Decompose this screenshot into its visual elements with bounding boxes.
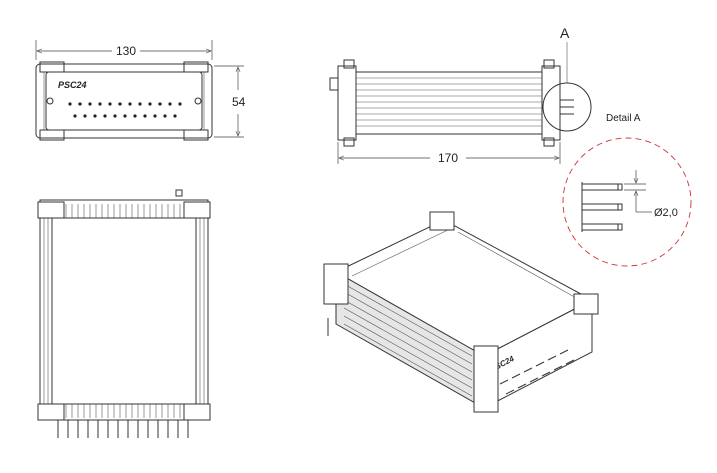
pin-row-bottom — [73, 114, 177, 118]
height-dimension: 54 — [214, 65, 246, 138]
screw-right — [194, 97, 202, 105]
screw-left — [46, 97, 54, 105]
side-fins — [356, 77, 544, 127]
height-dim-label: 54 — [232, 95, 246, 109]
top-view-pins — [57, 420, 189, 438]
bottom-edge-fins — [65, 404, 181, 418]
detail-pins — [581, 182, 623, 232]
pin-row-top — [68, 102, 182, 106]
pin-diameter-label: Ø2,0 — [654, 207, 678, 219]
pin-diameter-dimension: Ø2,0 — [624, 170, 678, 219]
top-view-side-fins — [43, 210, 205, 410]
top-view — [37, 189, 211, 438]
iso-front-pins — [499, 349, 575, 395]
detail-circle — [562, 137, 692, 267]
length-dim-label: 170 — [438, 151, 458, 165]
side-view: A 170 — [329, 25, 592, 165]
width-dim-label: 130 — [116, 44, 136, 58]
detail-marker: A — [560, 25, 570, 41]
detail-title: Detail A — [606, 113, 641, 124]
detail-a: Detail A Ø2,0 — [562, 113, 692, 267]
top-edge-fins — [65, 204, 181, 218]
iso-side-mesh — [343, 283, 473, 397]
length-dimension: 170 — [337, 142, 561, 165]
front-logo: PSC24 — [58, 80, 87, 90]
width-dimension: 130 — [35, 40, 213, 60]
front-view: 130 54 PSC24 — [35, 40, 246, 141]
isometric-view: PSC24 — [323, 211, 599, 413]
